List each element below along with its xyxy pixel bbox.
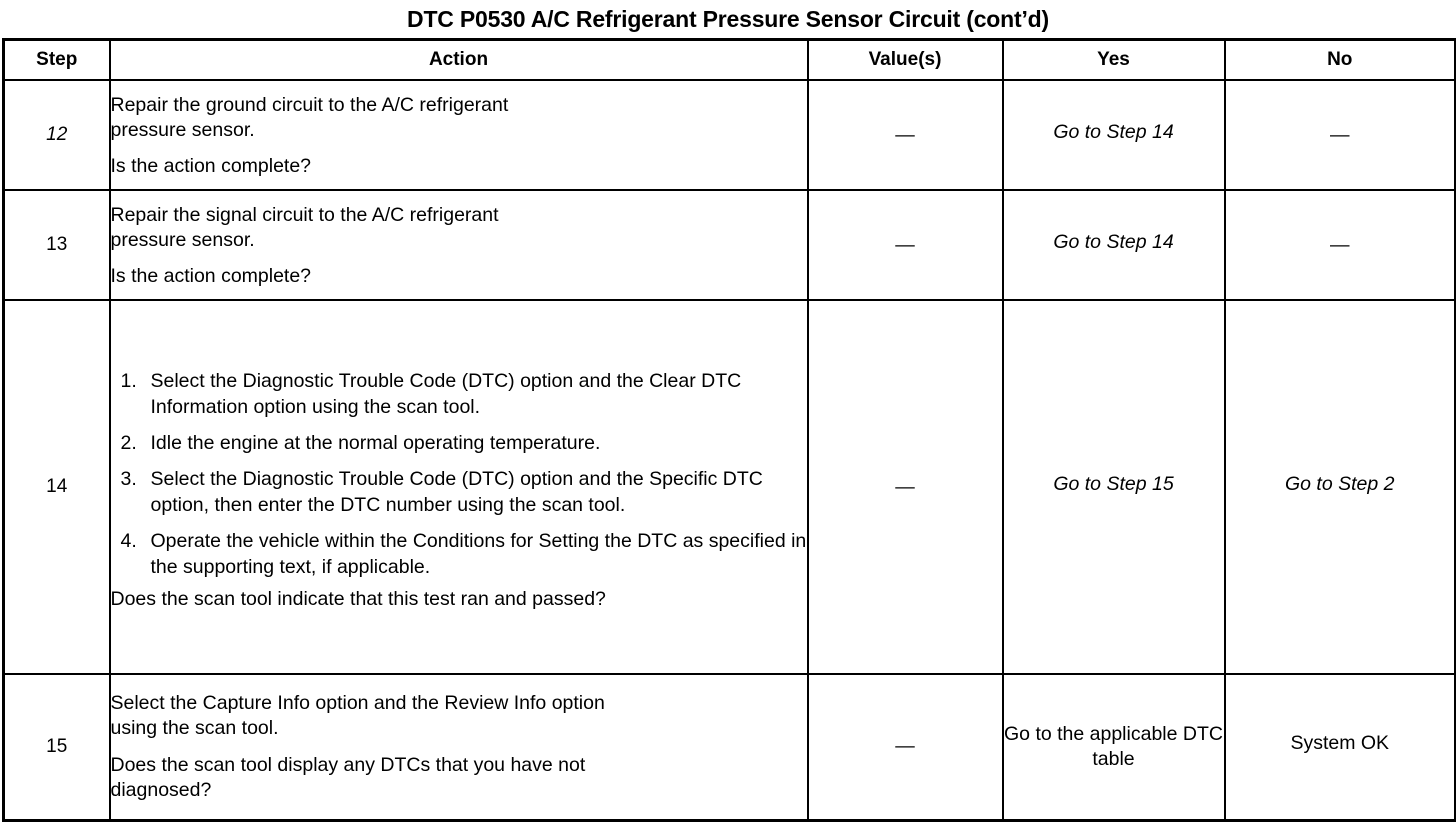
yes-cell: Go to Step 14 — [1001, 79, 1226, 191]
yes-text: Go to Step 15 — [1053, 472, 1174, 495]
list-item-number: 4. — [120, 529, 137, 552]
yes-text-wrap: Go to the applicable DTC table — [1004, 722, 1224, 772]
no-text: Go to Step 2 — [1285, 472, 1395, 495]
no-cell: System OK — [1223, 673, 1456, 821]
no-text: — — [1330, 123, 1350, 146]
no-text: System OK — [1290, 732, 1390, 755]
action-question-cont: diagnosed? — [110, 779, 212, 802]
yes-cell: Go to Step 14 — [1001, 189, 1226, 301]
list-item-text: Select the Diagnostic Trouble Code (DTC)… — [150, 467, 763, 516]
action-question: Is the action complete? — [110, 264, 312, 287]
no-cell: — — [1223, 79, 1456, 191]
no-cell: — — [1223, 189, 1456, 301]
list-item-text: Idle the engine at the normal operating … — [150, 431, 601, 454]
column-header-value: Value(s) — [806, 38, 1004, 81]
yes-text: Go to the applicable DTC table — [1004, 722, 1223, 770]
value-text: — — [895, 233, 915, 256]
no-text: — — [1330, 233, 1350, 256]
column-header-step: Step — [2, 38, 111, 81]
value-cell: — — [806, 299, 1004, 675]
list-item-text: Select the Diagnostic Trouble Code (DTC)… — [150, 369, 742, 418]
yes-cell: Go to the applicable DTC table — [1001, 673, 1226, 821]
table-row: 12 Repair the ground circuit to the A/C … — [2, 79, 1456, 191]
value-cell: — — [806, 79, 1004, 191]
action-line: pressure sensor. — [110, 228, 255, 251]
action-line: pressure sensor. — [110, 118, 255, 141]
list-item-text: Operate the vehicle within the Condition… — [150, 529, 807, 578]
dtc-diagnostic-table: Step Action Value(s) Yes No 12 Repair th… — [2, 38, 1456, 822]
column-header-no: No — [1223, 38, 1456, 81]
value-text: — — [895, 735, 915, 758]
list-item: 3. Select the Diagnostic Trouble Code (D… — [111, 466, 807, 518]
value-cell: — — [806, 189, 1004, 301]
table-header-row: Step Action Value(s) Yes No — [2, 38, 1456, 81]
action-cell: 1. Select the Diagnostic Trouble Code (D… — [108, 299, 809, 675]
value-text: — — [895, 475, 915, 498]
list-item: 2. Idle the engine at the normal operati… — [111, 430, 807, 456]
step-number: 14 — [2, 299, 111, 675]
step-number: 12 — [2, 79, 111, 191]
table-row: 14 1. Select the Diagnostic Trouble Code… — [2, 299, 1456, 675]
yes-cell: Go to Step 15 — [1001, 299, 1226, 675]
action-question: Does the scan tool indicate that this te… — [110, 587, 606, 610]
list-item: 1. Select the Diagnostic Trouble Code (D… — [111, 368, 807, 420]
value-cell: — — [806, 673, 1004, 821]
action-question: Is the action complete? — [110, 154, 312, 177]
action-line: Repair the signal circuit to the A/C ref… — [110, 203, 499, 226]
column-header-action: Action — [108, 38, 809, 81]
column-header-yes: Yes — [1001, 38, 1226, 81]
table-row: 15 Select the Capture Info option and th… — [2, 673, 1456, 821]
action-line: Select the Capture Info option and the R… — [110, 692, 605, 715]
action-line: using the scan tool. — [110, 717, 279, 740]
action-step-list: 1. Select the Diagnostic Trouble Code (D… — [111, 368, 807, 580]
action-cell: Repair the signal circuit to the A/C ref… — [108, 189, 809, 301]
list-item-number: 2. — [120, 431, 137, 454]
action-question: Does the scan tool display any DTCs that… — [110, 754, 586, 777]
yes-text: Go to Step 14 — [1053, 230, 1174, 253]
list-item: 4. Operate the vehicle within the Condit… — [111, 528, 807, 580]
action-cell: Select the Capture Info option and the R… — [108, 673, 809, 821]
action-cell: Repair the ground circuit to the A/C ref… — [108, 79, 809, 191]
table-row: 13 Repair the signal circuit to the A/C … — [2, 189, 1456, 301]
step-number: 15 — [2, 673, 111, 821]
value-text: — — [895, 123, 915, 146]
list-item-number: 3. — [120, 467, 137, 490]
list-item-number: 1. — [120, 369, 137, 392]
action-line: Repair the ground circuit to the A/C ref… — [110, 93, 509, 116]
step-number: 13 — [2, 189, 111, 301]
page-title: DTC P0530 A/C Refrigerant Pressure Senso… — [407, 6, 1049, 32]
yes-text: Go to Step 14 — [1053, 120, 1174, 143]
no-cell: Go to Step 2 — [1223, 299, 1456, 675]
